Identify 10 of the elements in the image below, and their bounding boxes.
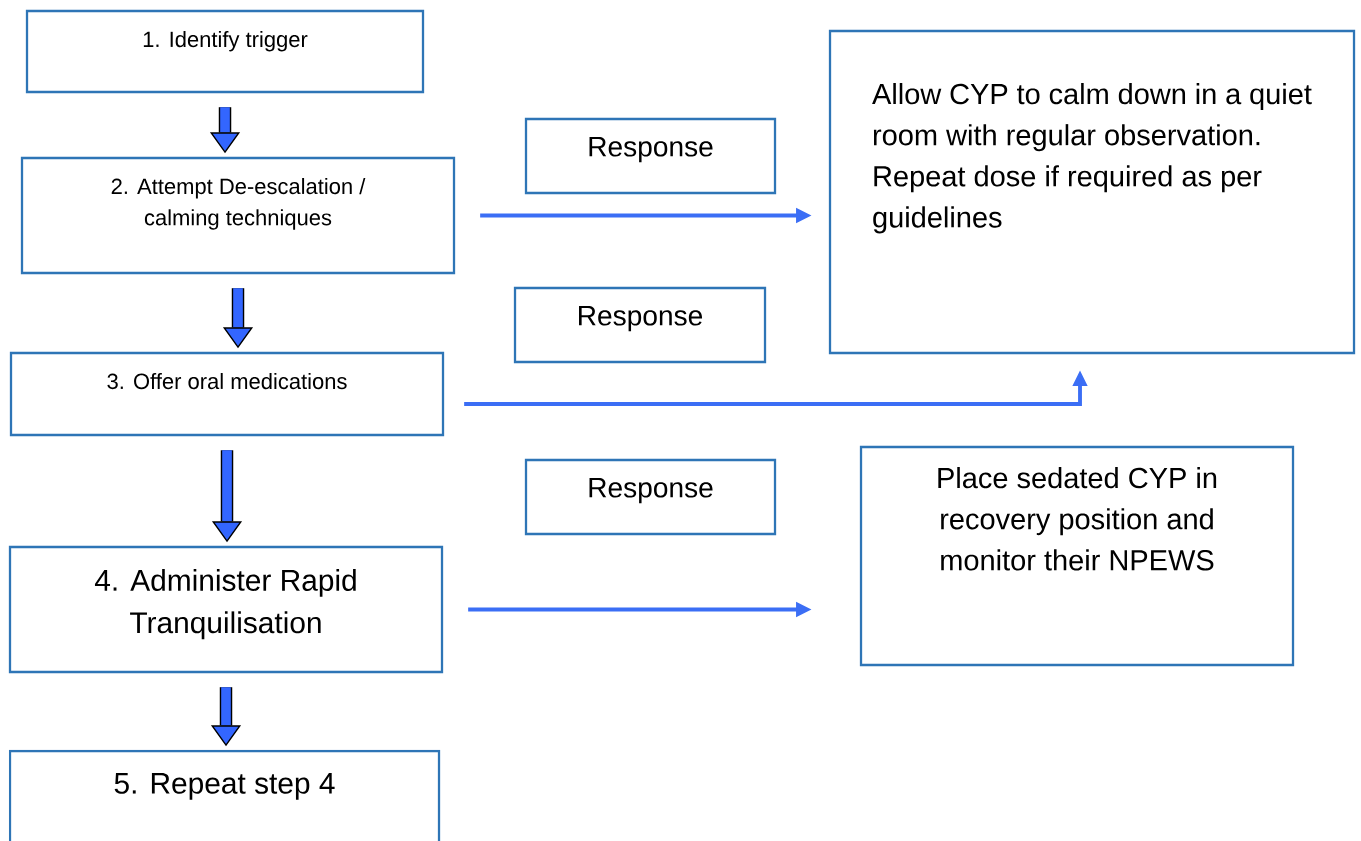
process-box: Response (524, 458, 777, 536)
process-box: 1. Identify trigger (25, 9, 425, 94)
process-box: Response (524, 117, 777, 195)
process-box: 3. Offer oral medications (9, 351, 445, 437)
process-box: Place sedated CYP in recovery position and monitor their NPEWS (859, 445, 1295, 667)
process-box: 5. Repeat step 4 (8, 749, 441, 841)
process-box: 4. Administer Rapid Tranquilisation (8, 545, 444, 674)
process-box: Allow CYP to calm down in a quiet room with regular observation. Repeat dose if required as per guidelines (828, 29, 1356, 355)
process-box: Response (513, 286, 767, 364)
process-box: 2. Attempt De-escalation / calming techniques (20, 156, 456, 275)
